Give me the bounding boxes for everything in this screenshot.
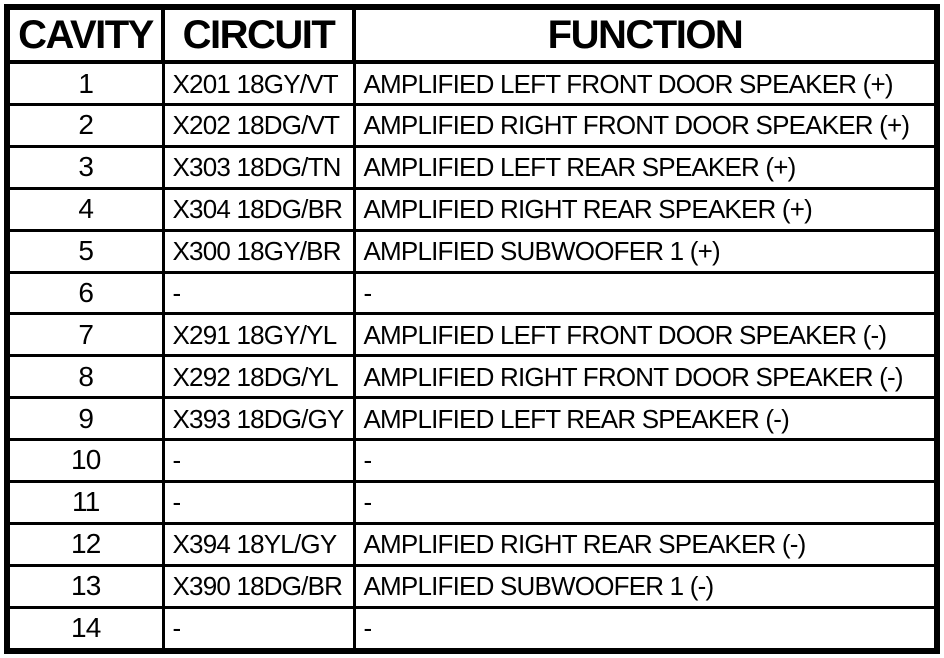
function-cell: AMPLIFIED LEFT FRONT DOOR SPEAKER (-) bbox=[352, 312, 939, 358]
circuit-cell: - bbox=[161, 605, 356, 653]
circuit-cell: X291 18GY/YL bbox=[161, 312, 356, 358]
table-row: 11-- bbox=[5, 479, 939, 525]
circuit-cell: - bbox=[161, 438, 356, 483]
circuit-cell: X390 18DG/BR bbox=[161, 563, 356, 609]
function-cell: AMPLIFIED LEFT REAR SPEAKER (+) bbox=[352, 144, 939, 190]
circuit-cell: X201 18GY/VT bbox=[161, 60, 356, 107]
cavity-cell: 8 bbox=[5, 354, 165, 400]
circuit-cell: - bbox=[161, 270, 356, 316]
function-cell: AMPLIFIED LEFT REAR SPEAKER (-) bbox=[352, 396, 939, 442]
circuit-cell: X292 18DG/YL bbox=[161, 354, 356, 400]
function-cell: AMPLIFIED LEFT FRONT DOOR SPEAKER (+) bbox=[352, 60, 939, 107]
circuit-cell: X394 18YL/GY bbox=[161, 521, 356, 567]
cavity-cell: 2 bbox=[5, 103, 165, 148]
function-cell: AMPLIFIED RIGHT REAR SPEAKER (-) bbox=[352, 521, 939, 567]
cavity-cell: 1 bbox=[5, 60, 165, 107]
function-cell: - bbox=[352, 438, 939, 483]
circuit-cell: X202 18DG/VT bbox=[161, 103, 356, 148]
cavity-cell: 3 bbox=[5, 144, 165, 190]
cavity-cell: 7 bbox=[5, 312, 165, 358]
function-cell: AMPLIFIED RIGHT REAR SPEAKER (+) bbox=[352, 186, 939, 232]
cavity-cell: 12 bbox=[5, 521, 165, 567]
function-cell: - bbox=[352, 605, 939, 653]
function-cell: - bbox=[352, 270, 939, 316]
cavity-cell: 10 bbox=[5, 438, 165, 483]
cavity-cell: 13 bbox=[5, 563, 165, 609]
function-cell: AMPLIFIED RIGHT FRONT DOOR SPEAKER (+) bbox=[352, 103, 939, 148]
function-cell: - bbox=[352, 479, 939, 525]
function-cell: AMPLIFIED SUBWOOFER 1 (+) bbox=[352, 228, 939, 274]
cavity-cell: 9 bbox=[5, 396, 165, 442]
cavity-cell: 6 bbox=[5, 270, 165, 316]
column-header-circuit: CIRCUIT bbox=[161, 5, 356, 64]
header-row: CAVITY CIRCUIT FUNCTION bbox=[5, 5, 939, 64]
circuit-cell: X304 18DG/BR bbox=[161, 186, 356, 232]
function-cell: AMPLIFIED RIGHT FRONT DOOR SPEAKER (-) bbox=[352, 354, 939, 400]
cavity-cell: 5 bbox=[5, 228, 165, 274]
circuit-cell: - bbox=[161, 479, 356, 525]
cavity-cell: 11 bbox=[5, 479, 165, 525]
circuit-cell: X300 18GY/BR bbox=[161, 228, 356, 274]
circuit-cell: X393 18DG/GY bbox=[161, 396, 356, 442]
table-row: 14-- bbox=[5, 605, 939, 653]
table-row: 6-- bbox=[5, 270, 939, 316]
column-header-cavity: CAVITY bbox=[5, 5, 165, 64]
column-header-function: FUNCTION bbox=[352, 5, 939, 64]
table-row: 10-- bbox=[5, 438, 939, 483]
cavity-cell: 14 bbox=[5, 605, 165, 653]
circuit-cell: X303 18DG/TN bbox=[161, 144, 356, 190]
cavity-cell: 4 bbox=[5, 186, 165, 232]
function-cell: AMPLIFIED SUBWOOFER 1 (-) bbox=[352, 563, 939, 609]
